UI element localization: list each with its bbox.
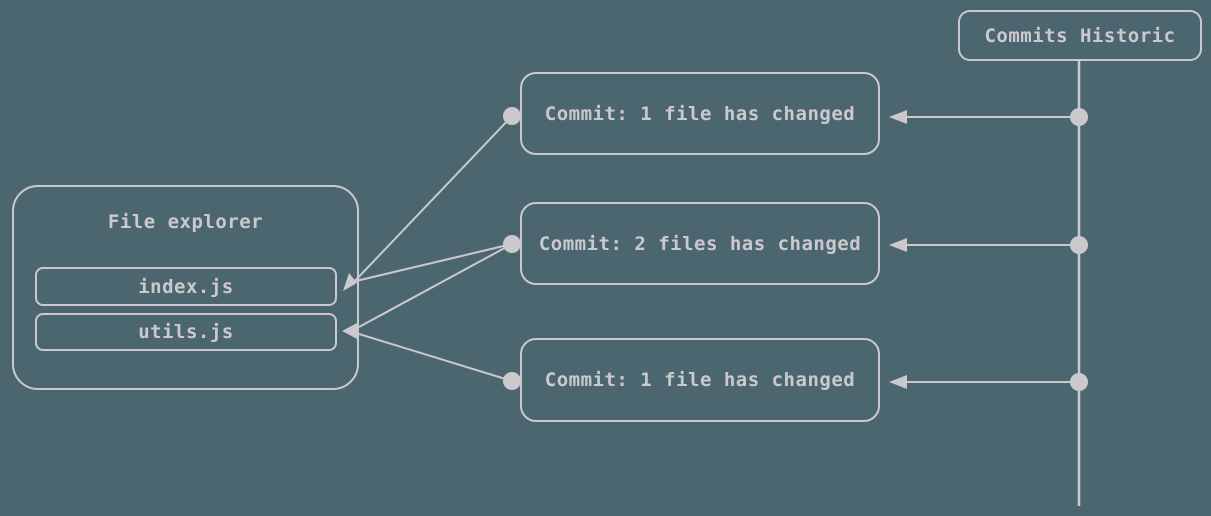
timeline-dot-1: [1070, 108, 1088, 126]
commits-historic-label: Commits Historic: [984, 24, 1176, 47]
timeline-dot-2: [1070, 236, 1088, 254]
commit-1-anchor-dot: [503, 107, 521, 125]
arrowhead-index-js: [343, 273, 357, 291]
file-explorer-box: File explorer index.js utils.js: [12, 185, 359, 390]
arrowhead-commit-3: [889, 375, 907, 389]
edge-commit-2-utils: [358, 243, 513, 328]
file-explorer-title: File explorer: [107, 211, 264, 233]
commits-historic-box: Commits Historic: [958, 10, 1202, 61]
file-index-js-label: index.js: [138, 275, 234, 298]
edge-commit-3-utils: [358, 333, 513, 382]
commit-2-anchor-dot: [503, 235, 521, 253]
arrowhead-commit-1: [889, 110, 907, 124]
commit-3-label: Commit: 1 file has changed: [544, 369, 856, 391]
commit-2-label: Commit: 2 files has changed: [538, 232, 862, 255]
file-item-index-js: index.js: [35, 267, 337, 306]
timeline-dot-3: [1070, 373, 1088, 391]
commit-node-1: Commit: 1 file has changed: [520, 72, 880, 155]
commit-node-3: Commit: 1 file has changed: [520, 338, 880, 422]
commit-3-anchor-dot: [503, 372, 521, 390]
commit-node-2: Commit: 2 files has changed: [520, 202, 880, 285]
edge-commit-2-index: [355, 243, 513, 282]
file-item-utils-js: utils.js: [35, 313, 337, 351]
edge-commit-1-index: [351, 115, 513, 285]
commit-1-label: Commit: 1 file has changed: [544, 102, 856, 125]
arrowhead-commit-2: [889, 238, 907, 252]
arrowhead-utils-js: [342, 322, 359, 340]
file-utils-js-label: utils.js: [138, 321, 234, 343]
